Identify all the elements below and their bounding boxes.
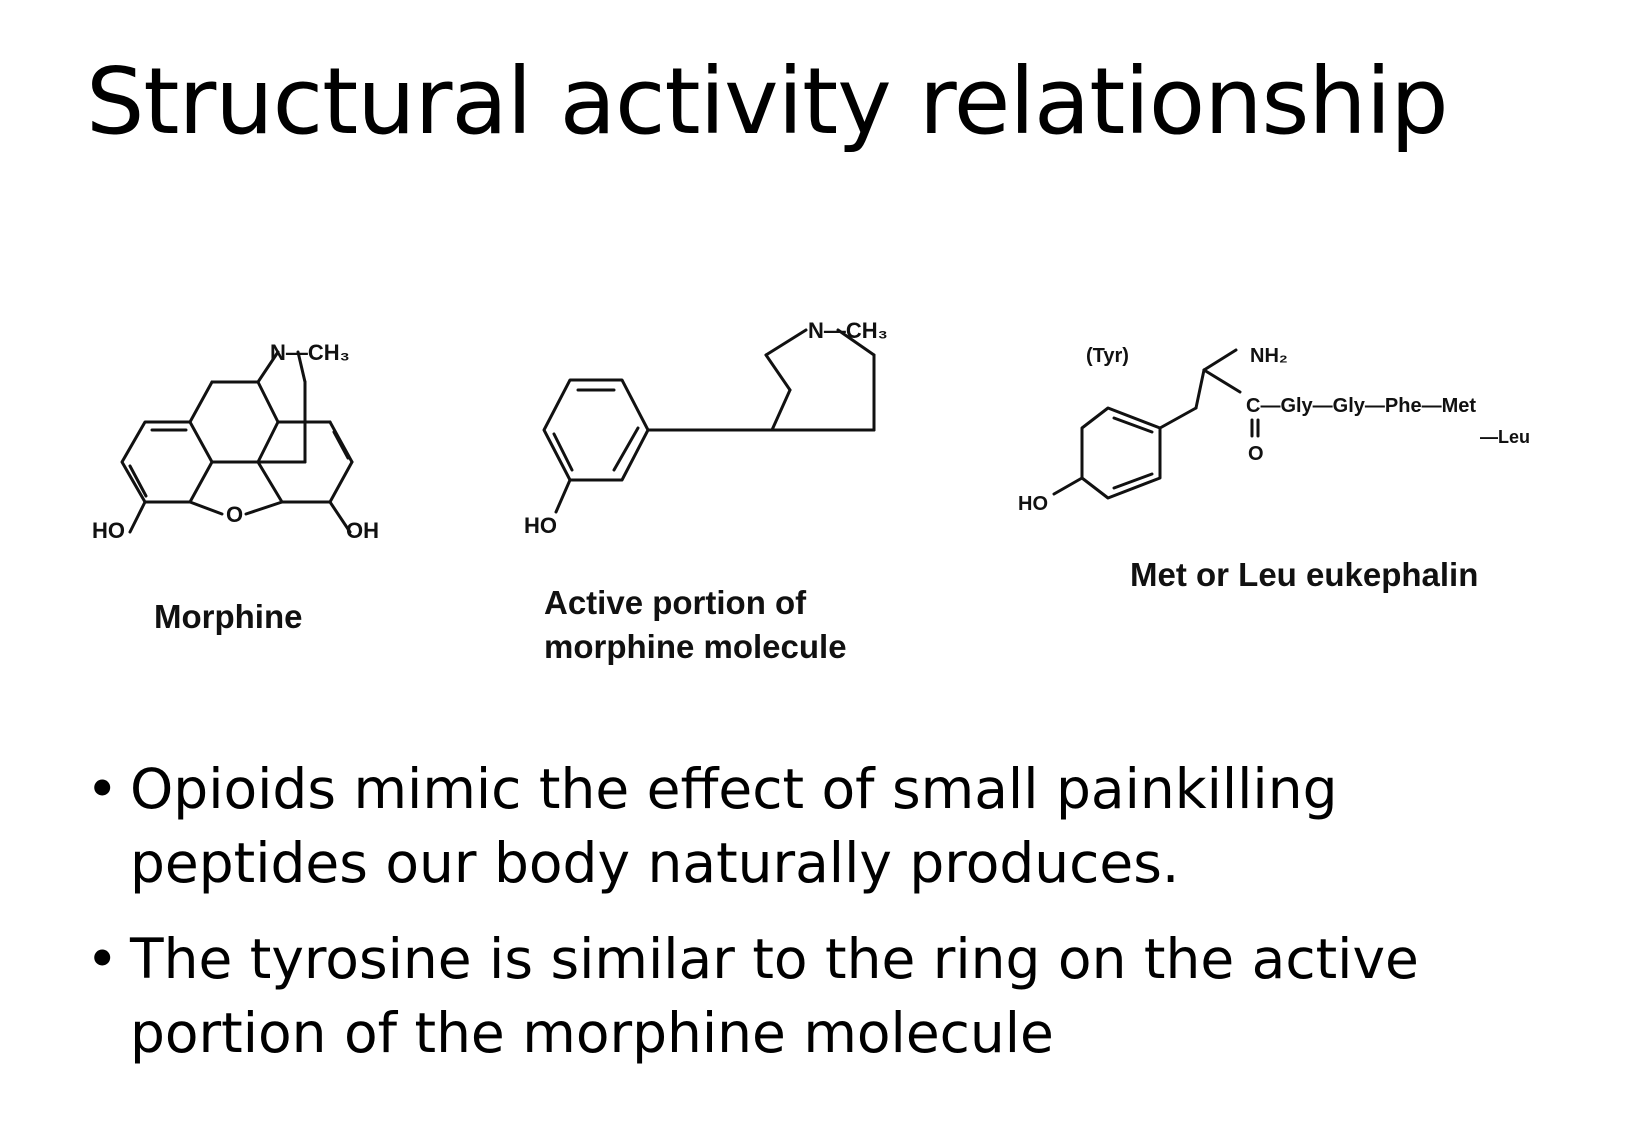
enkephalin-ho-label: HO [1018,493,1048,515]
active-portion-caption-line1: Active portion of [544,584,807,621]
active-n-methyl-label: N—CH₃ [808,318,888,343]
bullet-text-line: peptides our body naturally produces. [130,831,1180,895]
bullet-item: • Opioids mimic the effect of small pain… [86,752,1606,900]
active-portion-structure [542,328,876,514]
morphine-n-methyl-label: N—CH₃ [270,340,350,365]
structures-svg: N—CH₃ HO O OH N—CH₃ HO (Tyr) NH₂ C—Gly—G… [92,318,1530,543]
morphine-caption: Morphine [154,598,303,635]
enkephalin-o-label: O [1248,443,1264,465]
bullet-marker: • [86,927,119,991]
active-ho-label: HO [524,513,557,538]
enkephalin-nh2-label: NH₂ [1250,345,1288,367]
bullet-list: • Opioids mimic the effect of small pain… [86,752,1606,1092]
morphine-oh-label: OH [346,518,379,543]
enkephalin-structure [1052,348,1260,500]
bullet-text-line: The tyrosine is similar to the ring on t… [130,927,1419,991]
morphine-o-label: O [226,502,243,527]
enkephalin-leu-label: —Leu [1480,427,1530,447]
bullet-text-line: portion of the morphine molecule [130,1001,1054,1065]
bullet-item: • The tyrosine is similar to the ring on… [86,922,1606,1070]
structure-figure: N—CH₃ HO O OH N—CH₃ HO (Tyr) NH₂ C—Gly—G… [0,300,1632,700]
slide-title: Structural activity relationship [86,48,1449,155]
bullet-marker: • [86,757,119,821]
enkephalin-chain-label: C—Gly—Gly—Phe—Met [1246,395,1476,417]
enkephalin-tyr-label: (Tyr) [1086,345,1129,367]
bullet-text-line: Opioids mimic the effect of small painki… [130,757,1338,821]
enkephalin-caption: Met or Leu eukephalin [1130,556,1479,593]
morphine-structure [120,350,354,534]
morphine-ho-label: HO [92,518,125,543]
active-portion-caption-line2: morphine molecule [544,628,847,665]
